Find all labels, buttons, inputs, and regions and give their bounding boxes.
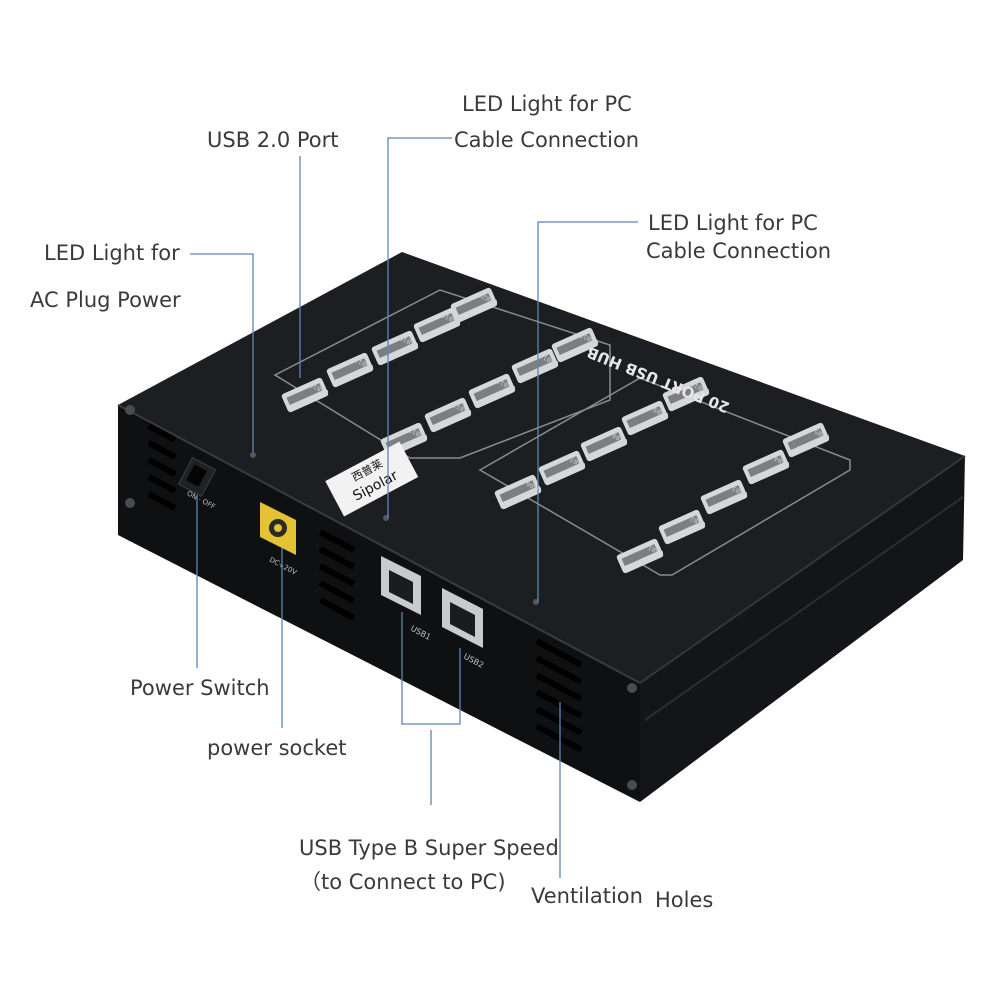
callout-power-socket: power socket: [207, 736, 347, 760]
screw-icon: [627, 780, 637, 790]
led-ac-power-indicator: [250, 452, 256, 458]
callout-power-switch: Power Switch: [130, 676, 270, 700]
usb-port-icon: [450, 287, 498, 323]
port-group-outline-right: [478, 377, 851, 576]
screw-icon: [125, 405, 135, 415]
callout-led-pc-1-line1: LED Light for PC: [462, 92, 632, 116]
dc-power-socket[interactable]: [260, 502, 296, 555]
usb-port-icon: [281, 377, 329, 413]
usb-port-icon: [616, 538, 664, 574]
usb-type-b-port-2[interactable]: [442, 588, 483, 648]
callout-usb-type-b-line1: USB Type B Super Speed: [299, 836, 559, 860]
callout-holes: Holes: [655, 888, 714, 912]
callout-led-ac-line2: AC Plug Power: [30, 288, 181, 312]
ventilation-holes-left: [147, 423, 177, 511]
callout-led-pc-2-line1: LED Light for PC: [648, 211, 818, 235]
usb-port-icon: [424, 397, 472, 433]
callout-ventilation: Ventilation: [531, 884, 643, 908]
usb-port-icon: [551, 327, 599, 363]
power-switch[interactable]: [177, 456, 217, 498]
ventilation-holes-middle: [318, 529, 356, 621]
callout-leader-lines: [190, 137, 638, 878]
usb-port-icon: [371, 330, 419, 366]
callout-usb-type-b-line2: （to Connect to PC): [300, 870, 506, 894]
callout-led-pc-1-line2: Cable Connection: [454, 128, 640, 152]
screw-icon: [627, 683, 637, 693]
usb-port-icon: [700, 479, 748, 515]
port-group-outline-left: [273, 289, 611, 459]
usb-port-icon: [326, 352, 374, 388]
usb-port-icon: [621, 400, 669, 436]
usb-port-icon: [413, 307, 461, 343]
usb-port-icon: [468, 373, 516, 409]
usb-port-icon: [494, 474, 542, 510]
callout-led-ac-line1: LED Light for: [44, 241, 180, 265]
hub-right-side: [640, 456, 965, 802]
usb-port-icon: [511, 348, 559, 384]
ventilation-holes-right: [535, 638, 583, 753]
usb-port-icon: [580, 426, 628, 462]
usb-port-icon: [658, 509, 706, 545]
hub-front-face: [118, 405, 640, 802]
usb-port-icon: [742, 449, 790, 485]
screw-icon: [125, 498, 135, 508]
usb-port-icon: [782, 422, 830, 458]
usb-port-icon: [662, 376, 710, 412]
callout-usb-port: USB 2.0 Port: [207, 128, 339, 152]
usb-port-icon: [538, 450, 586, 486]
callout-led-pc-2-line2: Cable Connection: [646, 239, 832, 263]
usb-type-b-port-1[interactable]: [381, 556, 421, 615]
